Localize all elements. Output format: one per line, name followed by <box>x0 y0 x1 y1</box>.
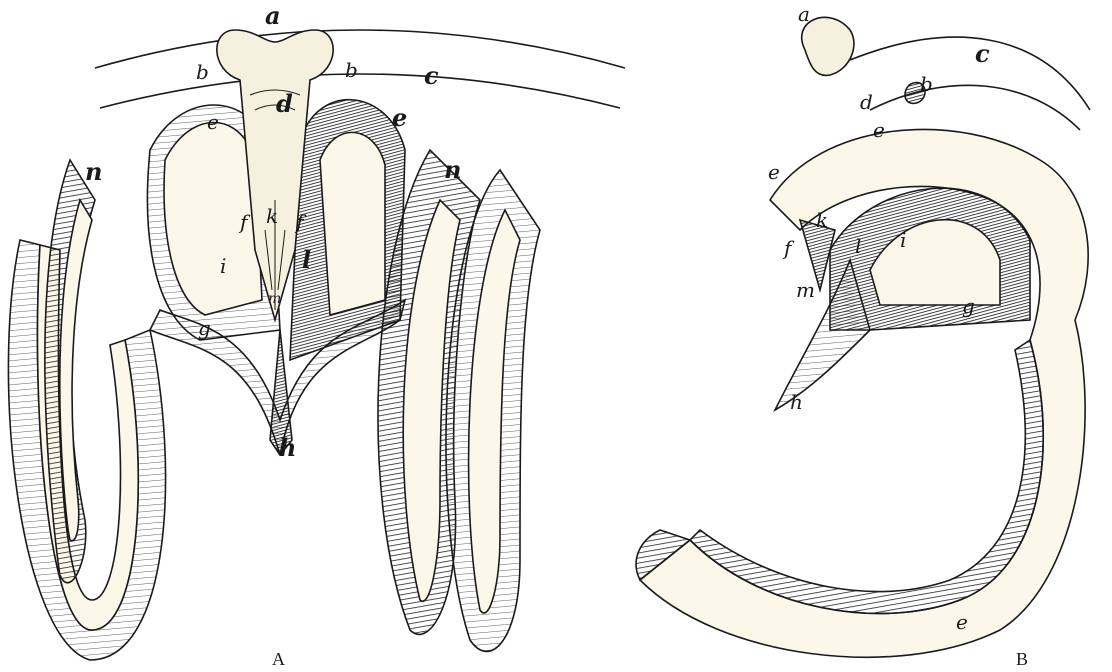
label-a-n2: n <box>444 158 461 182</box>
label-b-a: a <box>798 4 810 24</box>
label-b-e2: e <box>768 162 780 182</box>
label-b-c: c <box>975 42 990 66</box>
body-wall-outer-arc <box>95 30 625 68</box>
figure-a-drawing <box>8 30 625 660</box>
bulb-a <box>802 17 854 75</box>
big-loop-shade <box>690 340 1043 614</box>
label-b-h: h <box>790 392 803 412</box>
left-outer-loop <box>8 240 165 660</box>
big-loop-outer <box>640 129 1088 657</box>
label-a-m: m <box>268 292 281 306</box>
label-a-b1: b <box>196 62 209 82</box>
label-b-k: k <box>816 210 828 230</box>
label-a-f1: f <box>240 212 247 232</box>
body-wall-b-inner <box>870 85 1080 130</box>
label-a-b2: b <box>345 60 358 80</box>
label-a-e2: e <box>392 106 407 130</box>
label-a-c: c <box>424 64 439 88</box>
label-a-d: d <box>276 92 293 116</box>
label-a-i: i <box>220 256 226 276</box>
label-b-m: m <box>796 280 815 300</box>
label-a-e1: e <box>207 112 219 132</box>
body-wall-b-outer <box>850 37 1090 110</box>
label-a-g: g <box>198 318 211 338</box>
label-a-h: h <box>279 436 296 460</box>
label-b-b: b <box>920 74 933 94</box>
label-b-f: f <box>784 238 791 258</box>
label-a-k: k <box>266 206 278 226</box>
label-b-e1: e <box>873 120 885 140</box>
label-a-l: l <box>302 248 311 272</box>
label-a-n1: n <box>85 160 102 184</box>
label-b-g: g <box>962 296 975 316</box>
label-b-l: l <box>855 236 861 256</box>
label-b-i: i <box>900 230 906 250</box>
caption-b: B <box>1016 650 1028 668</box>
label-b-d: d <box>860 92 873 112</box>
label-a-f2: f <box>296 212 303 232</box>
caption-a: A <box>272 650 285 668</box>
label-a-a: a <box>265 4 281 28</box>
label-b-e3: e <box>956 612 968 632</box>
